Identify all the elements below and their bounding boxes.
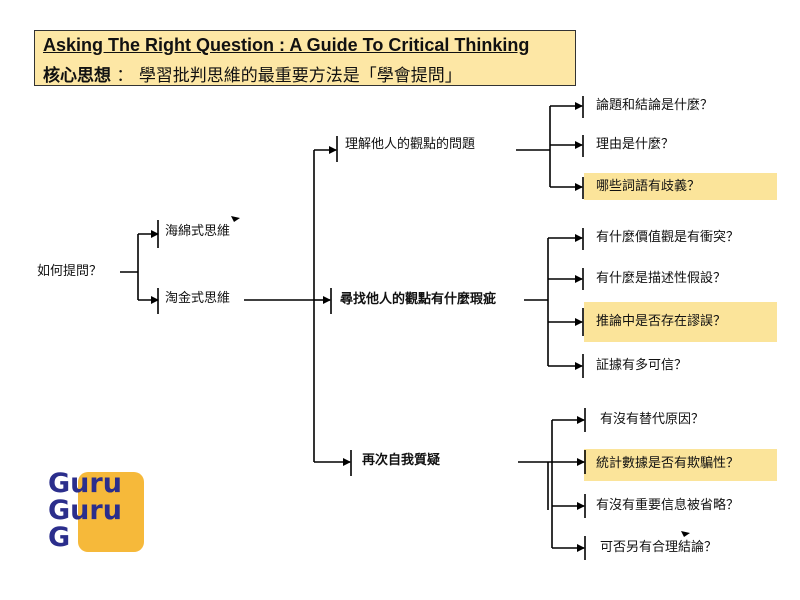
logo-line-3: G xyxy=(48,522,71,553)
leaf-issue-conclusion: 論題和結論是什麼？ xyxy=(596,98,714,113)
leaf-other-conclusions: 可否另有合理結論？ xyxy=(600,540,718,555)
highlight-ambiguous-words xyxy=(584,173,777,200)
core-label: 核心思想 xyxy=(43,66,111,86)
root-question: 如何提問？ xyxy=(37,264,103,279)
sponge-thinking: 海綿式思維 xyxy=(165,224,231,239)
title-english: Asking The Right Question : A Guide To C… xyxy=(43,35,530,55)
find-flaws: 尋找他人的觀點有什麼瑕疵 xyxy=(340,292,497,307)
leaf-descriptive-assumptions: 有什麼是描述性假設？ xyxy=(596,271,727,286)
panning-thinking: 淘金式思維 xyxy=(165,291,231,306)
core-text: 學習批判思維的最重要方法是「學會提問」 xyxy=(138,66,462,86)
leaf-ambiguous-words: 哪些詞語有歧義？ xyxy=(596,179,701,194)
highlight-fallacy xyxy=(584,302,777,342)
understand-viewpoint: 理解他人的觀點的問題 xyxy=(345,137,476,152)
logo-line-2: Guru xyxy=(48,495,122,526)
logo-line-1: Guru xyxy=(48,468,122,499)
highlight-statistics xyxy=(584,449,777,481)
leaf-omitted-information: 有沒有重要信息被省略？ xyxy=(596,498,740,513)
leaf-deceptive-statistics: 統計數據是否有欺騙性？ xyxy=(596,456,740,471)
leaf-fallacies: 推論中是否存在謬誤？ xyxy=(596,314,727,329)
leaf-reasons: 理由是什麼？ xyxy=(596,137,675,152)
guruguru-logo: Guru Guru G xyxy=(48,470,148,554)
leaf-value-conflicts: 有什麼價值觀是有衝突？ xyxy=(596,230,740,245)
core-colon: ： xyxy=(116,66,134,86)
question-again: 再次自我質疑 xyxy=(362,453,441,468)
logo-background xyxy=(78,472,144,552)
title-box: Asking The Right Question : A Guide To C… xyxy=(34,30,576,86)
leaf-alternative-causes: 有沒有替代原因？ xyxy=(600,412,705,427)
leaf-evidence-credibility: 証據有多可信？ xyxy=(596,358,688,373)
title-core-line: 核心思想 ： 學習批判思維的最重要方法是「學會提問」 xyxy=(43,61,462,86)
